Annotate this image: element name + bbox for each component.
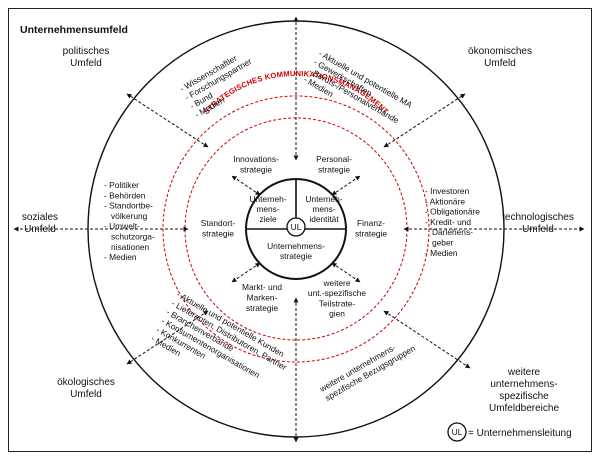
umfeld-politisch-line: politisches bbox=[63, 46, 110, 57]
inner-arrows bbox=[231, 175, 361, 283]
strategie-teil-line: Teilstrate- bbox=[319, 298, 356, 308]
group-left: - Politiker- Behörden- Standortbe- völke… bbox=[104, 180, 155, 262]
umfeld-technologisch-line: technologisches bbox=[502, 212, 574, 223]
core-ziele-line: mens- bbox=[256, 204, 279, 214]
strategie-markt-line: strategie bbox=[246, 303, 278, 313]
umfeld-weitere-line: Umfeldbereiche bbox=[489, 403, 559, 414]
strategie-standort-line: strategie bbox=[202, 229, 234, 239]
group-right-line: geber bbox=[425, 238, 454, 248]
group-left-line: - Behörden bbox=[104, 190, 146, 200]
strategie-teil-line: unt.-spezifische bbox=[308, 288, 367, 298]
ul-label: UL bbox=[291, 222, 302, 232]
umfeld-technologisch-line: Umfeld bbox=[522, 224, 554, 235]
core-identitaet: Unterneh-mens-identität bbox=[305, 194, 342, 224]
umfeld-sozial-line: soziales bbox=[22, 212, 58, 223]
strategie-teil-line: gien bbox=[329, 309, 345, 319]
legend-ul-symbol: UL bbox=[452, 427, 463, 437]
arrow-inner-bottom-right bbox=[331, 262, 361, 283]
core-ziele-line: Unterneh- bbox=[249, 194, 286, 204]
umfeld-oekologisch-line: ökologisches bbox=[57, 377, 115, 388]
umfeld-sozial-line: Umfeld bbox=[24, 224, 56, 235]
group-right-line: - Obligationäre bbox=[425, 207, 480, 217]
core-identitaet-line: Unterneh- bbox=[305, 194, 342, 204]
strategie-innovation: Innovations-strategie bbox=[233, 154, 279, 175]
group-left-line: schutzorga- bbox=[104, 232, 155, 242]
core-strategie-line: Unternehmens- bbox=[267, 241, 325, 251]
arrow-inner-bottom-left bbox=[231, 262, 261, 283]
strategie-finanz-line: strategie bbox=[355, 229, 387, 239]
group-left-line: völkerung bbox=[104, 211, 148, 221]
outer-arrows bbox=[13, 16, 585, 443]
group-left-line: - Politiker bbox=[104, 180, 139, 190]
strategie-teil-line: weitere bbox=[323, 278, 351, 288]
umfeld-oekologisch-line: Umfeld bbox=[70, 389, 102, 400]
arrow-outer-top-right bbox=[383, 93, 466, 148]
legend-ul-circle bbox=[447, 422, 467, 442]
umfeld-weitere-line: weitere bbox=[507, 367, 541, 378]
core-strategie: Unternehmens-strategie bbox=[267, 241, 325, 261]
core-strategie-line: strategie bbox=[280, 251, 312, 261]
group-bottom-right: weitere unternehmens-spezifische Bezugsg… bbox=[317, 334, 417, 404]
ul-circle bbox=[286, 217, 306, 237]
strategie-markt-line: Markt- und bbox=[242, 282, 282, 292]
strategie-finanz: Finanz-strategie bbox=[355, 218, 387, 239]
core-identitaet-line: mens- bbox=[312, 204, 335, 214]
group-left-line: - Standortbe- bbox=[104, 201, 153, 211]
arrow-outer-top-left bbox=[126, 93, 209, 148]
legend-text: = Unternehmensleitung bbox=[468, 428, 572, 439]
arrow-inner-top-left bbox=[231, 175, 261, 196]
core-ziele: Unterneh-mens-ziele bbox=[249, 194, 286, 224]
strategie-standort-line: Standort- bbox=[201, 218, 236, 228]
strategie-innovation-line: Innovations- bbox=[233, 154, 279, 164]
strategie-personal: Personal-strategie bbox=[316, 154, 352, 175]
group-right-line: - Aktionäre bbox=[425, 196, 465, 206]
group-right-line: - Medien bbox=[425, 248, 458, 258]
group-left-line: nisationen bbox=[104, 242, 150, 252]
group-right-line: - Kredit- und bbox=[425, 217, 471, 227]
umfeld-weitere-line: spezifische bbox=[499, 391, 549, 402]
core-ziele-line: ziele bbox=[259, 214, 277, 224]
arrow-outer-bottom-left bbox=[126, 310, 209, 365]
arrow-inner-top-right bbox=[331, 175, 361, 196]
group-left-line: - Medien bbox=[104, 252, 137, 262]
strategie-finanz-line: Finanz- bbox=[357, 218, 385, 228]
group-left-line: - Umwelt- bbox=[104, 221, 140, 231]
umfeld-oekonomisch-line: ökonomisches bbox=[468, 46, 532, 57]
strategie-personal-line: Personal- bbox=[316, 154, 352, 164]
core-identitaet-line: identität bbox=[309, 214, 339, 224]
group-right-line: - Investoren bbox=[425, 186, 470, 196]
strategie-markt-line: Marken- bbox=[247, 293, 278, 303]
diagram-title: Unternehmensumfeld bbox=[20, 24, 128, 36]
umfeld-weitere-line: unternehmens- bbox=[490, 379, 557, 390]
strategie-personal-line: strategie bbox=[318, 165, 350, 175]
diagram-frame bbox=[8, 8, 592, 452]
umfeld-oekonomisch-line: Umfeld bbox=[484, 58, 516, 69]
group-top-right: - Aktuelle und potentielle MA- Gewerksch… bbox=[302, 48, 414, 136]
strategie-innovation-line: strategie bbox=[240, 165, 272, 175]
group-right: - Investoren- Aktionäre- Obligationäre- … bbox=[425, 186, 480, 258]
group-right-line: Darlehens- bbox=[425, 227, 473, 237]
arrow-outer-bottom-right bbox=[383, 310, 471, 369]
strategie-standort: Standort-strategie bbox=[201, 218, 236, 239]
umfeld-politisch-line: Umfeld bbox=[70, 58, 102, 69]
